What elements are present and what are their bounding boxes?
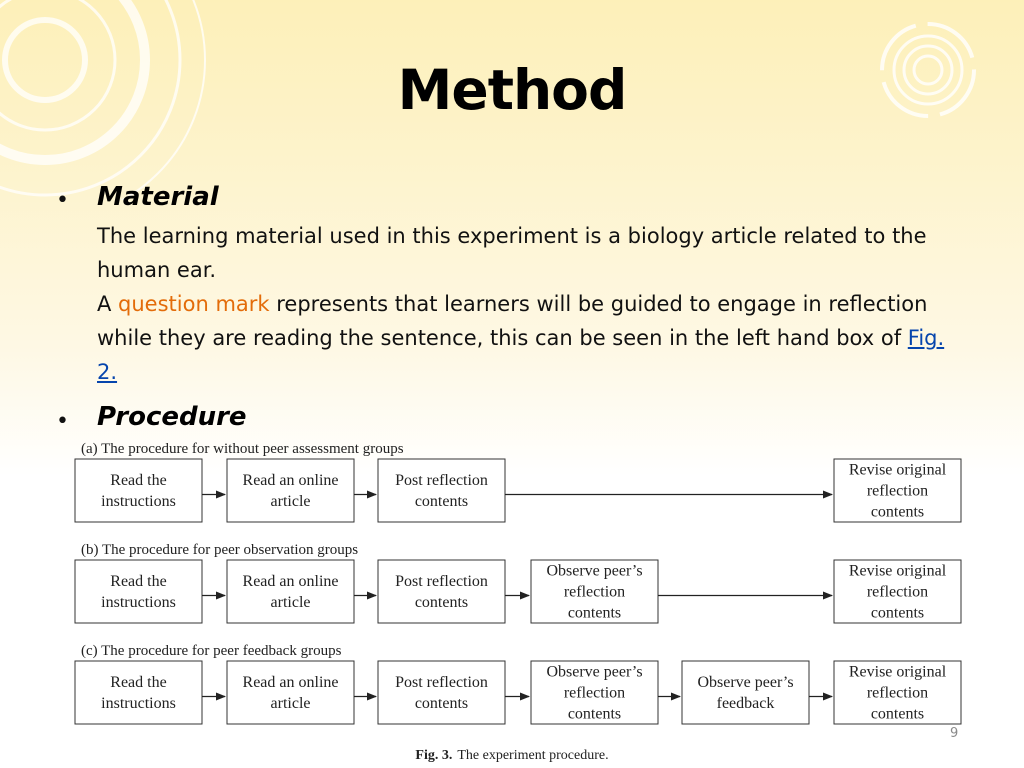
page-number: 9 — [950, 726, 959, 741]
procedure-heading: Procedure — [97, 402, 247, 432]
procedure-step-text: reflection — [564, 584, 625, 601]
procedure-step-text: Observe peer’s — [546, 664, 642, 681]
procedure-step-text: Read an online — [243, 472, 339, 489]
procedure-step-text: instructions — [101, 695, 176, 712]
procedure-step-text: article — [271, 594, 311, 611]
procedure-step-text: contents — [415, 493, 468, 510]
procedure-step-text: contents — [415, 594, 468, 611]
procedure-step-text: contents — [871, 605, 924, 622]
material-paragraph-2: A question mark represents that learners… — [97, 287, 967, 389]
procedure-step-text: Revise original — [849, 563, 947, 580]
material-heading: Material — [97, 182, 219, 212]
procedure-step-box: Post reflection contents — [377, 458, 506, 523]
procedure-step-box: Observe peer’s feedback — [681, 660, 810, 725]
procedure-row-label: (a) The procedure for without peer asses… — [81, 441, 404, 457]
procedure-step-text: contents — [415, 695, 468, 712]
slide-title: Method — [397, 58, 628, 122]
procedure-step-box: Read an online article — [226, 458, 355, 523]
figure-caption: Fig. 3. The experiment procedure. — [415, 748, 608, 763]
procedure-step-text: reflection — [564, 685, 625, 702]
procedure-step-text: Read an online — [243, 573, 339, 590]
procedure-step-text: article — [271, 695, 311, 712]
question-mark-highlight: question mark — [118, 292, 270, 316]
bullet-material: • — [56, 188, 69, 213]
figure-caption-label: Fig. 3. — [415, 748, 452, 763]
procedure-step-box: Read the instructions — [74, 660, 203, 725]
procedure-step-text: Observe peer’s — [697, 674, 793, 691]
procedure-step-box: Revise original reflection contents — [833, 660, 962, 725]
procedure-step-text: contents — [871, 504, 924, 521]
procedure-step-text: contents — [871, 706, 924, 723]
procedure-step-text: Post reflection — [395, 674, 488, 691]
procedure-step-text: Post reflection — [395, 472, 488, 489]
procedure-step-text: Post reflection — [395, 573, 488, 590]
procedure-step-text: article — [271, 493, 311, 510]
procedure-step-box: Post reflection contents — [377, 559, 506, 624]
material-body: The learning material used in this exper… — [97, 219, 967, 389]
procedure-step-text: reflection — [867, 483, 928, 500]
procedure-step-text: Read the — [110, 674, 166, 691]
procedure-step-text: contents — [568, 706, 621, 723]
fig2-link[interactable]: Fig. 2. — [97, 326, 945, 384]
procedure-step-text: Read an online — [243, 674, 339, 691]
procedure-step-box: Revise original reflection contents — [833, 559, 962, 624]
procedure-step-box: Read the instructions — [74, 458, 203, 523]
procedure-step-box: Read an online article — [226, 660, 355, 725]
procedure-step-text: instructions — [101, 594, 176, 611]
procedure-step-box: Read the instructions — [74, 559, 203, 624]
procedure-row-label: (b) The procedure for peer observation g… — [81, 542, 358, 558]
procedure-step-text: instructions — [101, 493, 176, 510]
procedure-step-text: Observe peer’s — [546, 563, 642, 580]
procedure-row-label: (c) The procedure for peer feedback grou… — [81, 643, 342, 659]
procedure-step-box: Post reflection contents — [377, 660, 506, 725]
procedure-step-text: feedback — [717, 695, 775, 712]
procedure-step-box: Observe peer’s reflection contents — [530, 559, 659, 624]
procedure-step-box: Revise original reflection contents — [833, 458, 962, 523]
procedure-step-text: Read the — [110, 573, 166, 590]
procedure-step-text: Read the — [110, 472, 166, 489]
para2-middle: represents that learners will be guided … — [97, 292, 928, 350]
bullet-procedure: • — [56, 409, 69, 434]
para2-prefix: A — [97, 292, 119, 316]
procedure-step-box: Observe peer’s reflection contents — [530, 660, 659, 725]
procedure-step-text: reflection — [867, 584, 928, 601]
procedure-step-box: Read an online article — [226, 559, 355, 624]
figure-caption-text: The experiment procedure. — [457, 748, 608, 763]
procedure-step-text: reflection — [867, 685, 928, 702]
procedure-step-text: contents — [568, 605, 621, 622]
material-paragraph-1: The learning material used in this exper… — [97, 224, 927, 282]
procedure-step-text: Revise original — [849, 462, 947, 479]
procedure-step-text: Revise original — [849, 664, 947, 681]
